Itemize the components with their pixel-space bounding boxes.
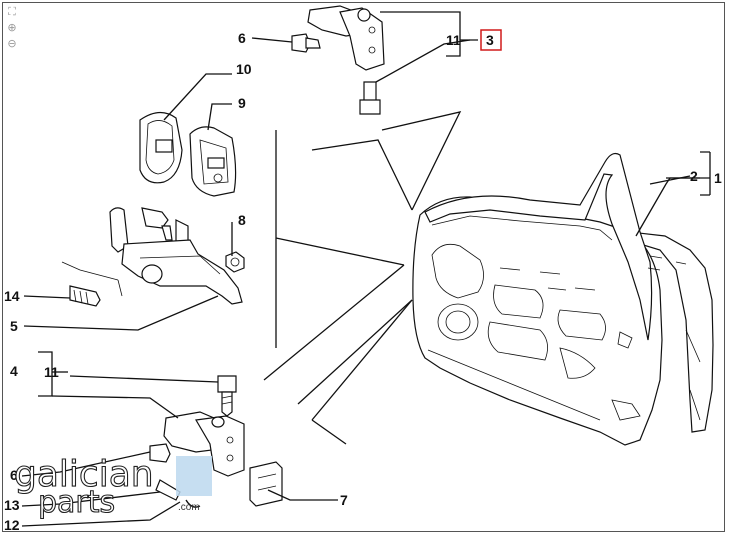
label-14: 14 — [4, 288, 20, 304]
label-6-bottom: 6 — [10, 467, 18, 483]
label-11-bottom: 11 — [44, 364, 59, 380]
watermark-line2: parts — [38, 485, 115, 520]
label-11-top: 11 — [446, 32, 461, 48]
label-1: 1 — [714, 170, 722, 186]
grommets-drawing — [139, 111, 237, 197]
zoom-out-icon[interactable]: ⊖ — [7, 37, 17, 50]
label-7: 7 — [340, 492, 348, 508]
label-2: 2 — [690, 168, 698, 184]
label-6: 6 — [238, 30, 246, 46]
highlight-box-3[interactable] — [480, 29, 502, 51]
callout-lines — [21, 11, 700, 527]
label-4: 4 — [10, 363, 18, 379]
upper-hinge-drawing — [291, 5, 385, 115]
fit-to-screen-icon[interactable]: ⛶ — [8, 5, 16, 18]
zoom-in-icon[interactable]: ⊕ — [7, 21, 17, 34]
lower-hinge-drawing — [149, 375, 283, 507]
zoom-toolbar: ⛶ ⊕ ⊖ — [5, 5, 21, 51]
watermark-logo: galician parts .com — [13, 453, 212, 521]
label-9: 9 — [238, 95, 246, 111]
door-check-strap-drawing — [61, 207, 245, 307]
label-3[interactable]: 3 — [486, 32, 494, 48]
part-labels: 6 11 3 10 9 8 2 1 14 5 4 11 7 6 13 12 — [4, 29, 722, 533]
label-8: 8 — [238, 212, 246, 228]
watermark-line1: galician — [14, 454, 154, 495]
label-12: 12 — [4, 517, 20, 533]
door-shell-drawing — [412, 151, 714, 446]
label-13: 13 — [4, 497, 20, 513]
label-5: 5 — [10, 318, 18, 334]
watermark-suffix: .com — [178, 502, 200, 513]
label-10: 10 — [236, 61, 252, 77]
